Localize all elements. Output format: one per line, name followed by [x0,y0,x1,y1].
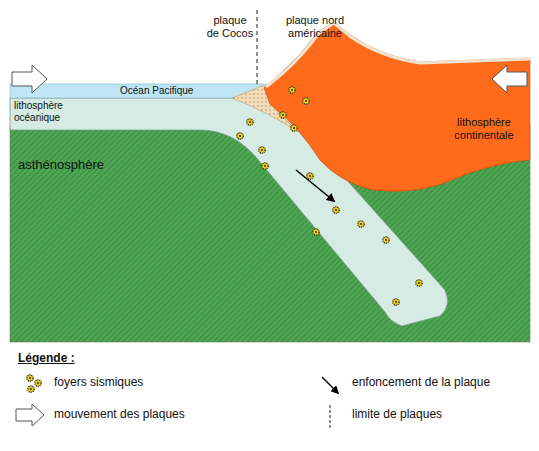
layer-name: asthénosphère [18,158,138,173]
legend-text: limite de plaques [352,408,442,422]
legend-title: Légende : [18,352,138,366]
legend-symbols [16,375,338,428]
legend-text: foyers sismiques [54,376,143,390]
layer-name: lithosphère océanique [14,100,80,123]
plate-motion-arrow [12,65,47,93]
plate-name: plaque de Cocos [206,14,254,39]
plate-name: plaque nord américaine [282,14,348,39]
ocean-name: Océan Pacifique [120,85,240,97]
layer-name: lithosphère continentale [440,116,528,141]
subduction-arrow [296,170,334,201]
continental-lithosphere [264,22,530,191]
ocean-water [10,84,276,98]
seismic-foci [237,87,422,305]
plate-motion-arrow [492,65,527,93]
legend-text: enfoncement de la plaque [352,376,490,390]
plate-boundary [257,10,258,84]
legend-text: mouvement des plaques [54,408,185,422]
